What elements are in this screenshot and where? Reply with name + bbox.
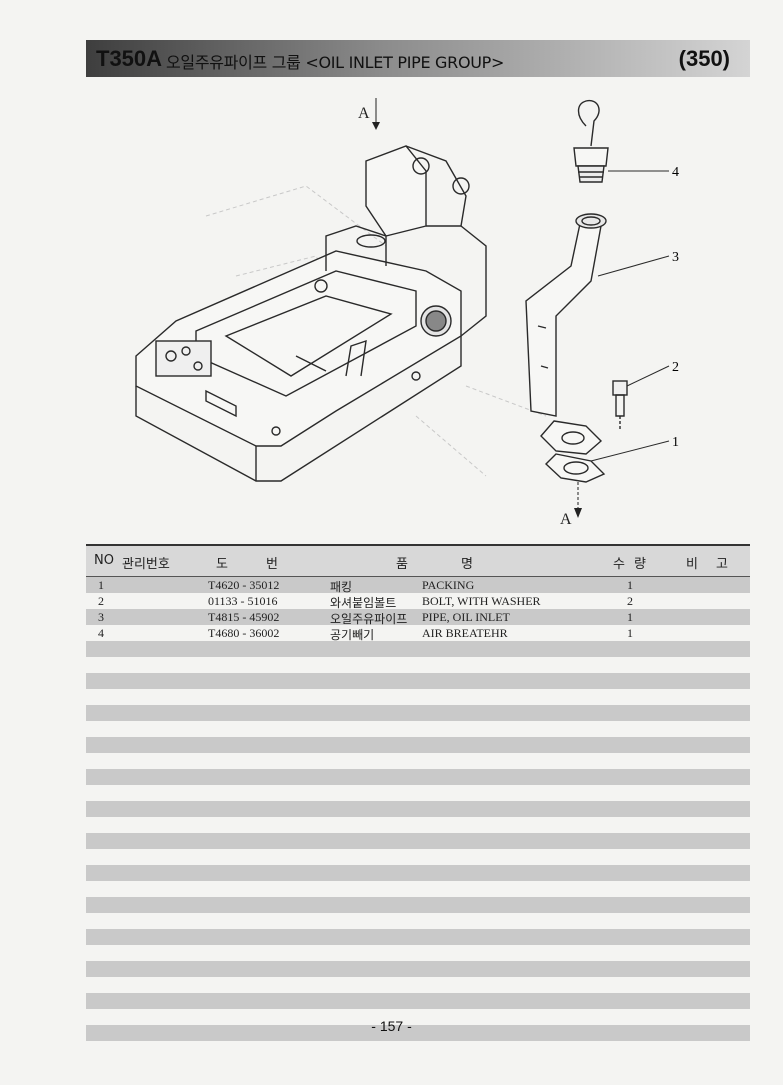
callout-leaders	[590, 170, 670, 462]
arrow-label-top: A	[358, 105, 370, 122]
row-part-number: T4815 - 45902	[208, 610, 280, 624]
table-row: 1 T4620 - 35012 패킹 PACKING 1	[86, 577, 750, 594]
table-row-empty	[86, 833, 750, 849]
col-header-qty-2: 량	[634, 557, 646, 572]
row-qty: 1	[627, 578, 633, 592]
table-row-empty	[86, 769, 750, 785]
table-row: 3 T4815 - 45902 오일주유파이프 PIPE, OIL INLET …	[86, 609, 750, 626]
col-header-no: NO	[94, 553, 114, 568]
col-header-qty-1: 수	[613, 557, 625, 572]
table-row-empty	[86, 977, 750, 993]
table-row-empty	[86, 801, 750, 817]
row-english-name: PACKING	[422, 578, 475, 592]
table-row-empty	[86, 673, 750, 689]
bolt-with-washer-part	[612, 380, 628, 431]
row-korean-name: 공기빼기	[330, 628, 375, 642]
row-qty: 1	[627, 610, 633, 624]
row-no: 1	[98, 578, 104, 592]
table-row-empty	[86, 641, 750, 657]
table-row-empty	[86, 897, 750, 913]
row-english-name: PIPE, OIL INLET	[422, 610, 510, 624]
table-row-empty	[86, 817, 750, 833]
row-part-number: T4620 - 35012	[208, 578, 280, 592]
col-header-control-number: 관리번호	[122, 557, 170, 572]
table-row-empty	[86, 785, 750, 801]
table-row-empty	[86, 881, 750, 897]
col-header-drawing-2: 번	[266, 557, 278, 572]
group-code: T350A	[96, 46, 163, 71]
table-row-empty	[86, 865, 750, 881]
oil-inlet-pipe	[525, 213, 607, 417]
row-korean-name: 오일주유파이프	[330, 612, 408, 626]
row-no: 3	[98, 610, 104, 624]
section-header-bar: T350A 오일주유파이프 그룹 <OIL INLET PIPE GROUP> …	[86, 40, 750, 77]
table-row-empty	[86, 689, 750, 705]
row-korean-name: 패킹	[330, 580, 353, 594]
col-header-remarks-1: 비	[686, 557, 698, 572]
row-english-name: AIR BREATEHR	[422, 626, 508, 640]
table-row-empty	[86, 721, 750, 737]
col-header-remarks-2: 고	[716, 557, 728, 572]
page-number: - 157 -	[371, 1018, 412, 1034]
table-row-empty	[86, 737, 750, 753]
table-row: 4 T4680 - 36002 공기빼기 AIR BREATEHR 1	[86, 625, 750, 642]
callout-4: 4	[672, 165, 679, 180]
callout-2: 2	[672, 360, 679, 375]
air-breather-part	[573, 99, 609, 183]
group-title: 오일주유파이프 그룹 <OIL INLET PIPE GROUP>	[166, 53, 505, 72]
row-part-number: 01133 - 51016	[208, 594, 278, 608]
table-row-empty	[86, 705, 750, 721]
arrow-a-top	[372, 98, 380, 130]
row-korean-name: 와셔붙임볼트	[330, 596, 397, 610]
table-row-empty	[86, 993, 750, 1009]
table-row-empty	[86, 961, 750, 977]
arrow-label-bottom: A	[560, 511, 572, 528]
col-header-name-1: 품	[396, 557, 408, 572]
row-no: 2	[98, 594, 104, 608]
table-row-empty	[86, 913, 750, 929]
callout-3: 3	[672, 250, 679, 265]
hydraulic-housing-body	[135, 145, 487, 482]
row-qty: 1	[627, 626, 633, 640]
group-page-ref: (350)	[678, 46, 730, 71]
exploded-parts-diagram: A	[135, 98, 679, 528]
row-qty: 2	[627, 594, 633, 608]
table-row-empty	[86, 657, 750, 673]
row-english-name: BOLT, WITH WASHER	[422, 594, 541, 608]
packing-gasket-part	[540, 420, 606, 483]
arrow-a-bottom	[574, 482, 582, 518]
col-header-drawing-1: 도	[216, 557, 228, 572]
table-row-empty	[86, 1025, 750, 1041]
parts-list-table: NO 관리번호 도 번 품 명 수 량 비 고 1 T4620 - 35012 …	[86, 544, 750, 1041]
col-header-name-2: 명	[461, 557, 473, 572]
table-row: 2 01133 - 51016 와셔붙임볼트 BOLT, WITH WASHER…	[86, 593, 750, 610]
row-no: 4	[98, 626, 104, 640]
table-header-row: NO 관리번호 도 번 품 명 수 량 비 고	[86, 544, 750, 577]
table-row-empty	[86, 945, 750, 961]
table-row-empty	[86, 753, 750, 769]
table-row-empty	[86, 849, 750, 865]
table-row-empty	[86, 929, 750, 945]
row-part-number: T4680 - 36002	[208, 626, 280, 640]
callout-1: 1	[672, 435, 679, 450]
